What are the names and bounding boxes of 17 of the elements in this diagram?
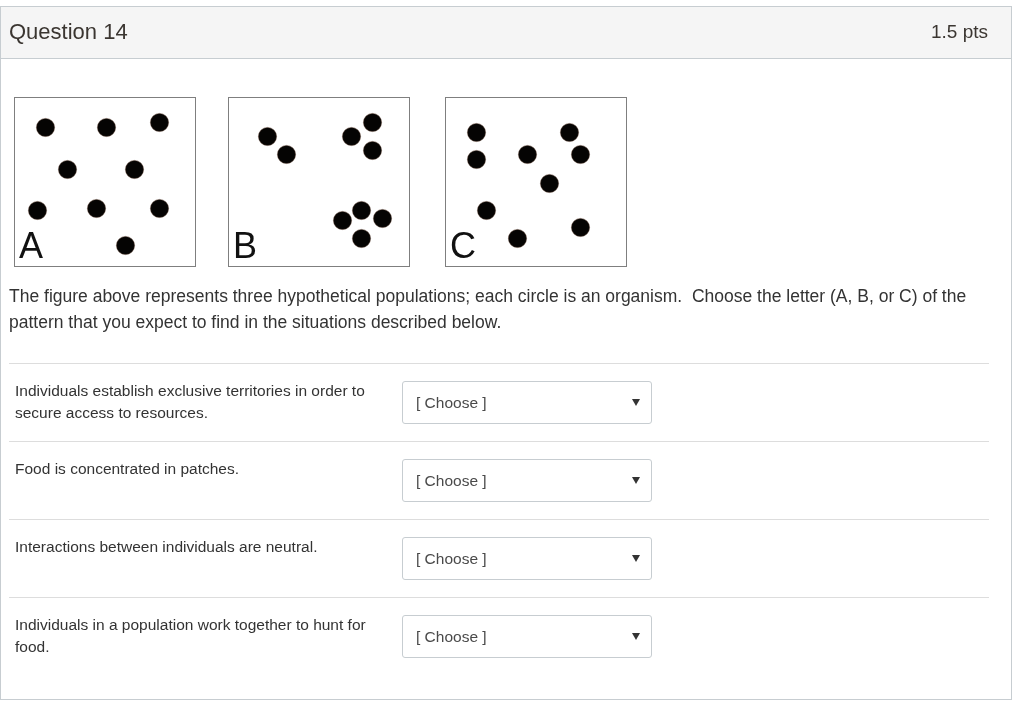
question-title: Question 14 bbox=[9, 19, 128, 45]
dropdown-select: [ Choose ] bbox=[402, 537, 652, 580]
panel-letter: A bbox=[19, 228, 43, 264]
dropdown-select: [ Choose ] bbox=[402, 381, 652, 424]
statement-text: Individuals in a population work together to hunt for food. bbox=[15, 615, 367, 657]
population-panel bbox=[228, 97, 410, 267]
panel-letter: B bbox=[233, 228, 257, 264]
points-label: 1.5 pts bbox=[930, 21, 988, 43]
statement-text: Individuals establish exclusive territories in order to secure access to resources. bbox=[15, 381, 366, 423]
dropdown-select: [ Choose ] bbox=[402, 459, 652, 502]
dropdown-select: [ Choose ] bbox=[402, 615, 652, 658]
population-panel bbox=[14, 97, 196, 267]
population-panel bbox=[445, 97, 627, 267]
question-prompt: The figure above represents three hypothetical populations; each circle is an organism. Choose the letter (A, B, or C) of the pattern that you expect to find in the situations described below. bbox=[9, 285, 968, 334]
statement-text: Interactions between individuals are neutral. bbox=[15, 537, 319, 557]
statement-text: Food is concentrated in patches. bbox=[15, 459, 241, 479]
panel-letter: C bbox=[450, 228, 476, 264]
